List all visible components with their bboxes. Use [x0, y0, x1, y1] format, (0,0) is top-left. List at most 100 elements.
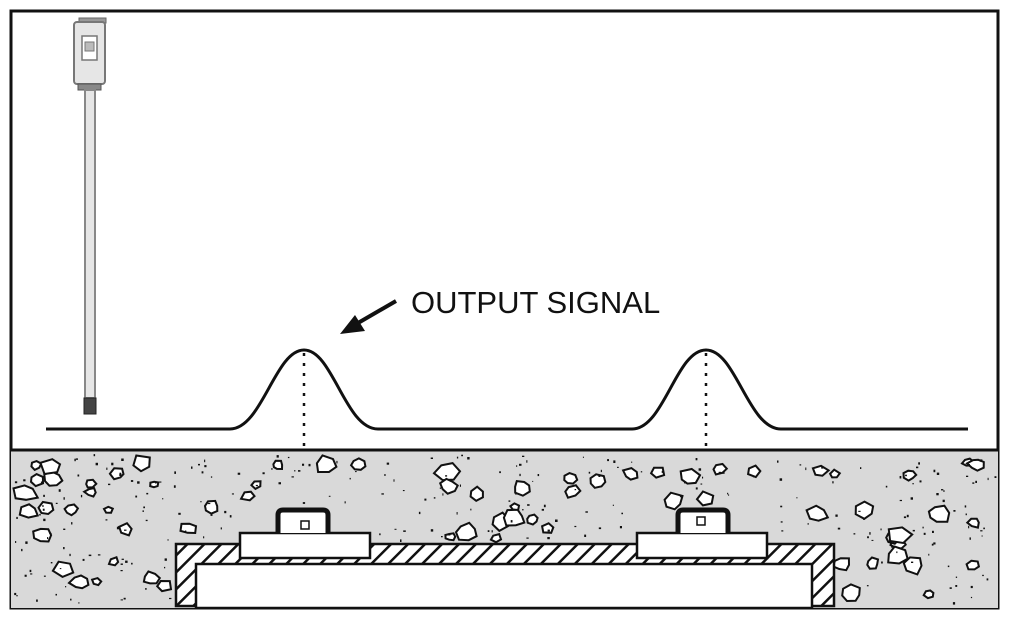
aggregate-stone [179, 522, 198, 535]
concrete-speckle [394, 528, 397, 530]
concrete-speckle [328, 495, 331, 497]
aggregate-stone [811, 464, 831, 477]
concrete-speckle [349, 477, 351, 480]
concrete-speckle [885, 485, 888, 488]
concrete-speckle [120, 599, 123, 601]
concrete-speckle [526, 537, 529, 539]
aggregate-stone [30, 460, 43, 472]
concrete-speckle [111, 462, 114, 466]
concrete-speckle [63, 497, 65, 500]
concrete-speckle [69, 553, 71, 557]
concrete-speckle [220, 527, 222, 530]
concrete-speckle [899, 499, 902, 502]
concrete-speckle [210, 476, 213, 478]
concrete-speckle [574, 489, 577, 491]
aggregate-stone [589, 473, 607, 489]
aggregate-stone [67, 574, 90, 590]
aggregate-stone [965, 517, 980, 529]
aggregate-stone [203, 499, 219, 515]
aggregate-stone [149, 480, 160, 489]
concrete-speckle [55, 502, 58, 504]
concrete-speckle [442, 493, 444, 496]
concrete-speckle [700, 483, 703, 485]
aggregate-stone [831, 557, 851, 572]
concrete-speckle [799, 464, 802, 466]
concrete-speckle [702, 476, 704, 479]
concrete-speckle [928, 553, 930, 556]
concrete-speckles [14, 454, 997, 605]
concrete-speckle [291, 476, 294, 478]
aggregate-stone [32, 527, 53, 543]
concrete-speckle [276, 455, 279, 458]
concrete-speckle [780, 505, 783, 508]
concrete-speckle [919, 480, 922, 483]
aggregate-stone [854, 500, 875, 520]
concrete-speckle [869, 532, 871, 535]
concrete-speckle [972, 482, 975, 484]
concrete-speckle [119, 473, 122, 476]
concrete-speckle [43, 494, 45, 497]
concrete-speckle [174, 471, 176, 474]
concrete-speckle [979, 459, 983, 462]
concrete-speckle [42, 505, 44, 507]
concrete-speckle [947, 565, 950, 568]
concrete-speckle [953, 510, 956, 512]
concrete-speckle [74, 458, 76, 462]
concrete-speckle [600, 469, 602, 473]
concrete-speckle [39, 514, 41, 516]
concrete-speckle [379, 533, 381, 536]
aggregate-stones [12, 454, 985, 603]
concrete-speckle [903, 516, 907, 519]
concrete-speckle [621, 512, 623, 515]
concrete-speckle [145, 519, 148, 522]
aggregate-stone [887, 526, 914, 545]
aggregate-stone [132, 454, 151, 473]
concrete-speckle [805, 467, 807, 471]
concrete-speckle [981, 535, 983, 537]
concrete-speckle [439, 487, 441, 489]
concrete-speckle [527, 504, 530, 506]
concrete-speckle [863, 518, 865, 520]
concrete-speckle [201, 471, 204, 474]
concrete-speckle [965, 513, 967, 516]
concrete-speckle [519, 473, 521, 477]
concrete-speckle [975, 480, 977, 483]
concrete-speckle [204, 465, 207, 468]
aggregate-stone [43, 470, 64, 487]
concrete-speckle [941, 489, 944, 491]
concrete-speckle [164, 566, 166, 569]
output-signal-label: OUTPUT SIGNAL [411, 285, 660, 320]
concrete-speckle [24, 574, 27, 577]
concrete-speckle [519, 463, 522, 466]
concrete-speckle [167, 539, 169, 541]
aggregate-stone [82, 487, 97, 498]
aggregate-stone [965, 559, 981, 571]
concrete-speckle [75, 458, 78, 460]
concrete-speckle [448, 533, 451, 536]
concrete-speckle [302, 463, 305, 466]
concrete-speckle [121, 458, 124, 461]
aggregate-stone [39, 458, 62, 476]
concrete-speckle [510, 520, 513, 523]
concrete-speckle [698, 468, 702, 471]
aggregate-stone [712, 462, 729, 476]
concrete-speckle [695, 487, 698, 490]
concrete-speckle [640, 471, 643, 473]
aggregate-stone [90, 576, 103, 587]
concrete-speckle [779, 478, 783, 481]
concrete-speckle [278, 482, 281, 485]
concrete-speckle [255, 484, 258, 487]
concrete-speckle [386, 462, 390, 465]
concrete-speckle [932, 530, 934, 533]
concrete-speckle [728, 494, 730, 496]
sensor-plate-left [238, 507, 372, 560]
concrete-speckle [418, 511, 421, 515]
concrete-speckle [441, 536, 443, 538]
concrete-speckle [970, 585, 973, 589]
concrete-speckle [384, 474, 386, 476]
concrete-speckle [30, 573, 33, 575]
concrete-speckle [588, 471, 591, 474]
concrete-speckle [178, 512, 181, 515]
concrete-speckle [135, 495, 138, 498]
concrete-speckle [108, 483, 111, 486]
